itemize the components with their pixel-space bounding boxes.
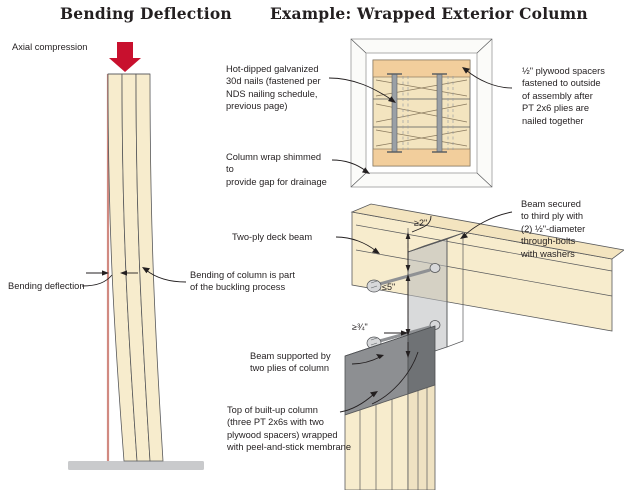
page-title-wrapped-exterior-column: Example: Wrapped Exterior Column [270,4,588,23]
dimension-bolt-spacing: ≤5" [382,282,396,292]
leader-bending-deflection [81,274,113,287]
builtup-column-shaft [344,384,436,490]
label-axial-compression: Axial compression [12,42,88,52]
label-top-of-builtup-column: Top of built-up column (three PT 2x6s wi… [227,405,352,453]
dimension-bottom-edge-distance: ≥¾" [352,322,368,332]
label-bending-deflection: Bending deflection [8,281,85,291]
plywood-spacer-top [372,59,471,78]
label-plywood-spacers: ½" plywood spacers fastened to outside o… [522,66,605,126]
label-two-ply-deck-beam: Two-ply deck beam [232,232,313,242]
dimension-lines [384,215,432,360]
leader-through-bolts [463,211,513,237]
label-galvanized-nails: Hot-dipped galvanized 30d nails (fastene… [226,64,321,112]
column-cross-section [328,38,513,188]
nail-columns [387,73,454,153]
ground-slab [68,461,204,470]
beam-column-isometric [335,203,624,490]
label-column-wrap-shim: Column wrap shimmed to provide gap for d… [226,152,327,187]
label-buckling-process: Bending of column is part of the bucklin… [190,270,295,293]
nailing-pattern [375,79,468,147]
plywood-spacer-bottom [372,148,471,167]
axial-load-arrow [109,42,141,72]
buckled-column [107,73,164,462]
two-ply-deck-beam [350,203,624,332]
label-beam-supported: Beam supported by two plies of column [250,351,331,374]
label-beam-secured-bolts: Beam secured to third ply with (2) ½"-di… [521,199,586,259]
page-title-bending-deflection: Bending Deflection [60,4,232,23]
leader-beam-supported [351,356,381,365]
leader-buckling-process [142,267,187,283]
column-top-membrane [344,325,436,416]
deflection-measure [86,270,138,276]
leader-two-ply-deck-beam [335,236,377,252]
dimension-top-edge-distance: ≥2" [414,218,428,228]
leader-top-of-column [339,393,375,413]
leader-topcol-curve [371,351,419,405]
